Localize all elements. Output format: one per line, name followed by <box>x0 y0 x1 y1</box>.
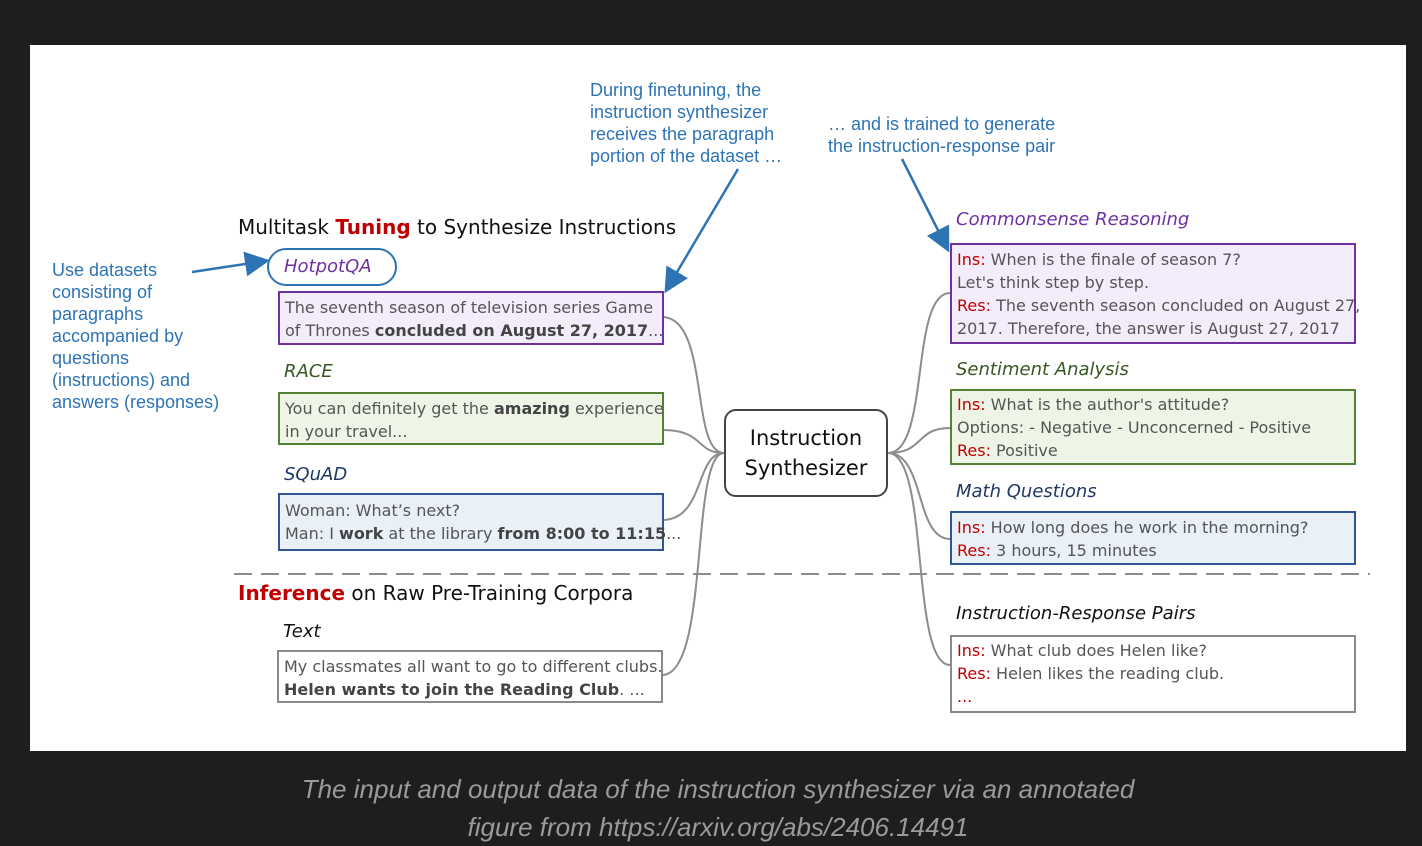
title-text: Multitask <box>238 215 336 239</box>
dataset-label-hotpotqa: HotpotQA <box>284 256 372 277</box>
annotation-line: the instruction-response pair <box>828 136 1056 156</box>
box-line: Ins: How long does he work in the mornin… <box>957 518 1309 537</box>
left-connector-lines <box>661 316 725 676</box>
caption-line: The input and output data of the instruc… <box>301 774 1135 804</box>
annotation-line: answers (responses) <box>52 392 220 412</box>
box-line: Res: 3 hours, 15 minutes <box>957 541 1157 560</box>
box-line: 2017. Therefore, the answer is August 27… <box>957 319 1340 338</box>
box-line: ... <box>957 687 973 706</box>
input-box-squad: Woman: What’s next? Man: I work at the l… <box>278 493 682 551</box>
dataset-label-race: RACE <box>284 361 333 382</box>
box-line: Ins: What club does Helen like? <box>957 641 1207 660</box>
annotation-line: paragraphs <box>52 304 144 324</box>
box-line: Res: The seventh season concluded on Aug… <box>957 296 1361 315</box>
synthesizer-label: Instruction <box>749 426 863 450</box>
caption-line: figure from https://arxiv.org/abs/2406.1… <box>467 812 969 842</box>
finetune-annotation: During finetuning, the instruction synth… <box>590 79 782 167</box>
box-line: My classmates all want to go to differen… <box>284 657 663 676</box>
box-line: Res: Helen likes the reading club. <box>957 664 1225 683</box>
annotation-line: accompanied by <box>52 326 184 346</box>
input-box-race: You can definitely get the amazing exper… <box>278 392 664 445</box>
box-line: of Thrones concluded on August 27, 2017.… <box>285 321 664 340</box>
box-line: You can definitely get the amazing exper… <box>285 399 664 418</box>
annotation-line: … and is trained to generate <box>828 114 1056 134</box>
box-line: in your travel... <box>285 422 408 441</box>
output-label-instruction-response-pairs: Instruction-Response Pairs <box>956 603 1196 624</box>
box-line: Options: - Negative - Unconcerned - Posi… <box>957 418 1312 437</box>
annotation-line: consisting of <box>52 282 153 302</box>
connectors <box>191 158 1370 676</box>
box-line: Man: I work at the library from 8:00 to … <box>285 524 682 543</box>
box-line: Woman: What’s next? <box>285 501 461 520</box>
datasets-annotation: Use datasets consisting of paragraphs ac… <box>52 259 219 413</box>
output-label-math: Math Questions <box>956 481 1097 502</box>
output-box-sentiment: Ins: What is the author's attitude? Opti… <box>950 389 1356 465</box>
annotation-line: instruction synthesizer <box>590 102 769 122</box>
right-connector-lines <box>887 292 951 666</box>
hotpotqa-highlight-oval <box>267 248 397 286</box>
output-label-commonsense: Commonsense Reasoning <box>956 209 1190 230</box>
inference-section-title: Inference on Raw Pre-Training Corpora <box>238 581 633 605</box>
input-box-hotpotqa: The seventh season of television series … <box>278 291 664 345</box>
annotation-line: (instructions) and <box>52 370 191 390</box>
tuning-section-title: Multitask Tuning to Synthesize Instructi… <box>238 215 676 239</box>
input-box-text: My classmates all want to go to differen… <box>277 650 663 703</box>
annotation-arrows <box>191 158 950 294</box>
output-box-math: Ins: How long does he work in the mornin… <box>950 511 1356 565</box>
figure: During finetuning, the instruction synth… <box>30 45 1406 751</box>
output-label-sentiment: Sentiment Analysis <box>956 359 1129 380</box>
title-highlight: Inference <box>238 581 346 605</box>
synthesizer-label: Synthesizer <box>744 456 868 480</box>
annotation-line: receives the paragraph <box>590 124 775 144</box>
box-line: Ins: What is the author's attitude? <box>957 395 1230 414</box>
instruction-synthesizer-node: Instruction Synthesizer <box>724 409 888 497</box>
box-line: Helen wants to join the Reading Club. ..… <box>284 680 645 699</box>
output-box-commonsense: Ins: When is the finale of season 7? Let… <box>950 243 1361 344</box>
title-text: on Raw Pre-Training Corpora <box>345 581 634 605</box>
title-highlight: Tuning <box>335 215 411 239</box>
box-line: Res: Positive <box>957 441 1058 460</box>
box-line: The seventh season of television series … <box>285 298 654 317</box>
box-line: Ins: When is the finale of season 7? <box>957 250 1241 269</box>
trained-annotation: … and is trained to generate the instruc… <box>828 113 1055 157</box>
dataset-label-text: Text <box>283 621 321 642</box>
output-box-instruction-response-pairs: Ins: What club does Helen like? Res: Hel… <box>950 635 1356 713</box>
dataset-label-squad: SQuAD <box>284 464 348 485</box>
figure-caption: The input and output data of the instruc… <box>0 770 1422 846</box>
annotation-line: During finetuning, the <box>590 80 762 100</box>
title-text: to Synthesize Instructions <box>410 215 677 239</box>
annotation-line: portion of the dataset … <box>590 146 783 166</box>
box-line: Let's think step by step. <box>957 273 1150 292</box>
annotation-line: questions <box>52 348 130 368</box>
annotation-line: Use datasets <box>52 260 158 280</box>
